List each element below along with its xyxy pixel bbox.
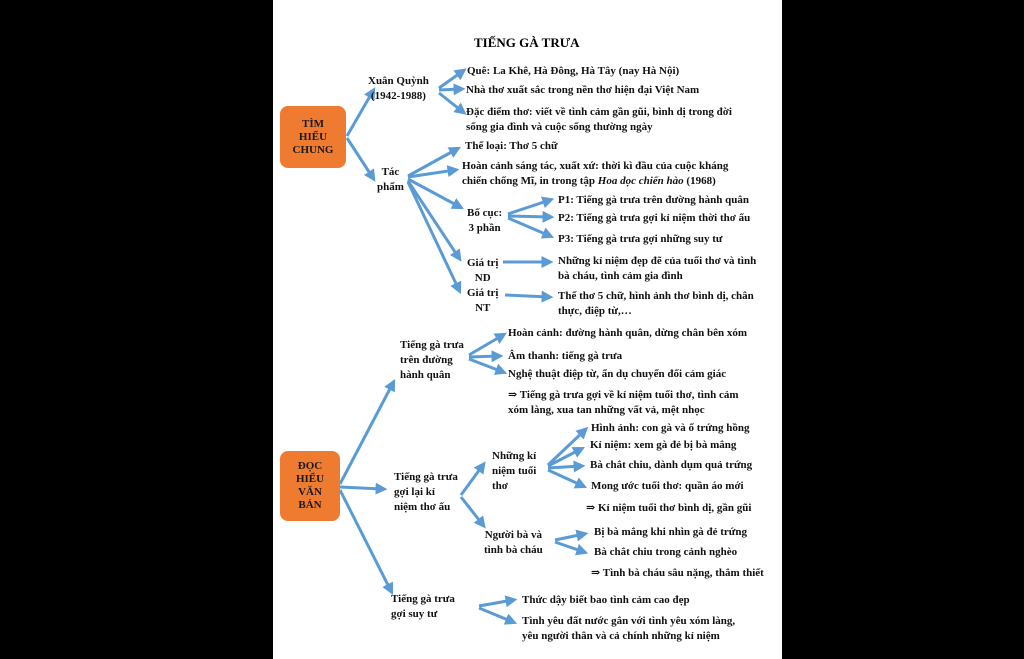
arrow [507, 210, 555, 223]
arrow [459, 496, 486, 529]
memories-conclusion: ⇒ Kỉ niệm tuổi thơ bình dị, gần gũi [586, 502, 752, 514]
arrow [468, 350, 504, 363]
memory-item: Mong ước tuổi thơ: quần áo mới [591, 480, 744, 492]
march-item: Âm thanh: tiếng gà trưa [508, 350, 623, 362]
march-conclusion: ⇒ Tiếng gà trưa gợi về kỉ niệm tuổi thơ,… [508, 389, 739, 416]
arrow [407, 165, 460, 179]
work-genre: Thể loại: Thơ 5 chữ [465, 140, 558, 152]
arrow [554, 529, 589, 542]
reflection-item: Thức dậy biết bao tình cảm cao đẹp [522, 594, 690, 606]
arrow [407, 146, 461, 178]
grandma-item: Bà chắt chiu trong cảnh nghèo [594, 546, 738, 558]
memory-item: Hình ảnh: con gà và ổ trứng hồng [591, 422, 750, 434]
work-context: Hoàn cảnh sáng tác, xuất xứ: thời kì đầu… [462, 160, 729, 187]
arrow [345, 137, 376, 182]
arrow [338, 379, 396, 485]
arrow [547, 460, 586, 473]
arrow [406, 181, 462, 295]
structure-part-1: P1: Tiếng gà trưa trên đường hành quân [558, 194, 749, 206]
arrow [507, 196, 555, 216]
march-item: Nghệ thuật điệp từ, ẩn dụ chuyển đổi cảm… [508, 368, 727, 380]
content-value-text: Những kỉ niệm đẹp đẽ của tuổi thơ và tìn… [558, 255, 757, 282]
author-label: Xuân Quỳnh(1942-1988) [368, 75, 429, 102]
arrow [546, 426, 589, 467]
arrow [407, 177, 464, 210]
arrow [438, 91, 467, 115]
arrow [468, 332, 507, 357]
memory-item: Kỉ niệm: xem gà đẻ bị bà mắng [590, 439, 737, 451]
structure-label: Bố cục:3 phần [467, 207, 503, 234]
arrow [507, 216, 555, 239]
arrow [504, 290, 554, 303]
march-item: Hoàn cảnh: đường hành quân, dừng chân bê… [508, 327, 748, 339]
page-title: TIẾNG GÀ TRƯA [474, 35, 580, 50]
grandma-conclusion: ⇒ Tình bà cháu sâu nặng, thắm thiết [591, 567, 764, 579]
mindmap-page: TIẾNG GÀ TRƯA [273, 0, 782, 659]
arrow [406, 180, 462, 262]
arrow [438, 83, 466, 96]
author-role: Nhà thơ xuất sắc trong nền thơ hiện đại … [466, 84, 700, 96]
memory-item: Bà chắt chiu, dành dụm quả trứng [590, 459, 753, 471]
arrow [468, 357, 508, 375]
structure-part-3: P3: Tiếng gà trưa gợi những suy tư [558, 233, 723, 245]
arrow [478, 595, 518, 608]
grandma-item: Bị bà mắng khi nhìn gà đẻ trứng [594, 526, 748, 538]
reflection-item: Tình yêu đất nước gắn với tình yêu xóm l… [522, 615, 736, 642]
arrow [339, 482, 388, 495]
arrow [547, 468, 588, 489]
author-hometown: Quê: La Khê, Hà Đông, Hà Tây (nay Hà Nội… [467, 65, 680, 77]
arrow [338, 489, 394, 596]
structure-part-2: P2: Tiếng gà trưa gợi kỉ niệm thời thơ ấ… [558, 212, 751, 224]
arrow [554, 540, 589, 556]
arrow [547, 446, 586, 468]
arrow [459, 461, 486, 496]
arrow [478, 606, 518, 625]
author-style: Đặc điểm thơ: viết về tình cảm gần gũi, … [466, 106, 732, 133]
art-value-text: Thể thơ 5 chữ, hình ảnh thơ bình dị, châ… [558, 290, 754, 317]
arrow [438, 68, 467, 90]
